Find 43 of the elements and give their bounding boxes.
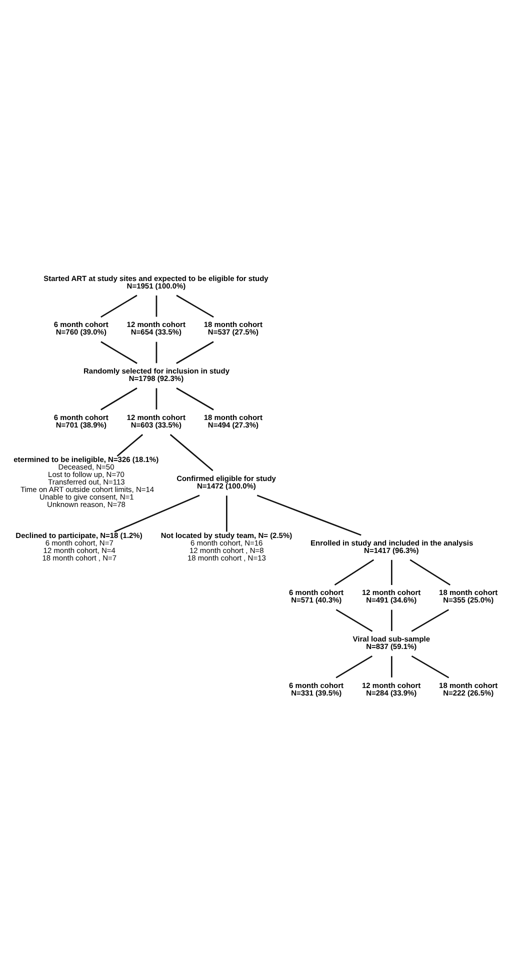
node-text: 6 month cohort N=331 (39.5%) [289, 680, 344, 698]
node-text: Started ART at study sites and expected to be eligible for study N=1951 (100.0%) [44, 274, 268, 290]
node-text: 18 month cohort N=355 (25.0%) [439, 588, 498, 605]
node-text: Not located by study team, N= (2.5%) 6 month cohort, N=16 12 month cohort , N=8 18 month cohort , N=13 [160, 530, 292, 562]
connector [100, 341, 138, 364]
node-text: 6 month cohort N=571 (40.3%) [289, 588, 344, 605]
connector [156, 342, 158, 364]
connector [116, 434, 144, 457]
connector [176, 341, 214, 364]
node-text: 6 month cohort N=760 (39.0%) [54, 320, 108, 337]
connector [390, 560, 392, 585]
node-text: 18 month cohort N=222 (26.5%) [439, 680, 498, 698]
node-text: 18 month cohort N=537 (27.5%) [204, 320, 262, 337]
connector [156, 388, 158, 410]
connector [176, 294, 214, 318]
connector [176, 388, 214, 410]
node-text: Declined to participate, N=18 (1.2%) 6 month cohort, N=7 12 month cohort, N=4 18 month cohort , N=7 [16, 530, 142, 562]
connector [226, 496, 228, 532]
node-text: 12 month cohort N=284 (33.9%) [362, 680, 421, 698]
node-text: Randomly selected for inclusion in study N=1798 (92.3%) [84, 366, 230, 384]
connector [410, 559, 450, 586]
node-text: Confirmed eligible for study N=1472 (100.0%) [176, 474, 276, 490]
node-text: Enrolled in study and included in the analysis N=1417 (96.3%) [310, 538, 474, 555]
node-text: 12 month cohort N=491 (34.6%) [362, 588, 421, 605]
connector [156, 296, 158, 317]
node-text: Viral load sub-sample N=837 (59.1%) [352, 634, 430, 651]
connector [256, 494, 362, 536]
connector [170, 434, 214, 472]
node-text: 18 month cohort N=494 (27.3%) [204, 412, 262, 430]
connector [390, 610, 392, 632]
connector [336, 655, 373, 678]
connector [411, 609, 450, 632]
node-text: etermined to be ineligible, N=326 (18.1%) Deceased, N=50 Lost to follow up, N=70 Transferred out, N=113 Time on ART outside cohort limits, N=14 Unable to give consent, N=1 Unknown reason, N=78 [14, 455, 159, 510]
connector [100, 388, 138, 410]
node-text: 12 month cohort N=654 (33.5%) [126, 320, 186, 337]
connector [336, 609, 373, 632]
node-text: 6 month cohort N=701 (38.9%) [54, 412, 108, 430]
connector [114, 494, 200, 532]
connector [411, 655, 450, 678]
connector [334, 559, 374, 586]
connector [390, 656, 392, 678]
node-text: 12 month cohort N=603 (33.5%) [126, 412, 186, 430]
connector [100, 294, 138, 318]
